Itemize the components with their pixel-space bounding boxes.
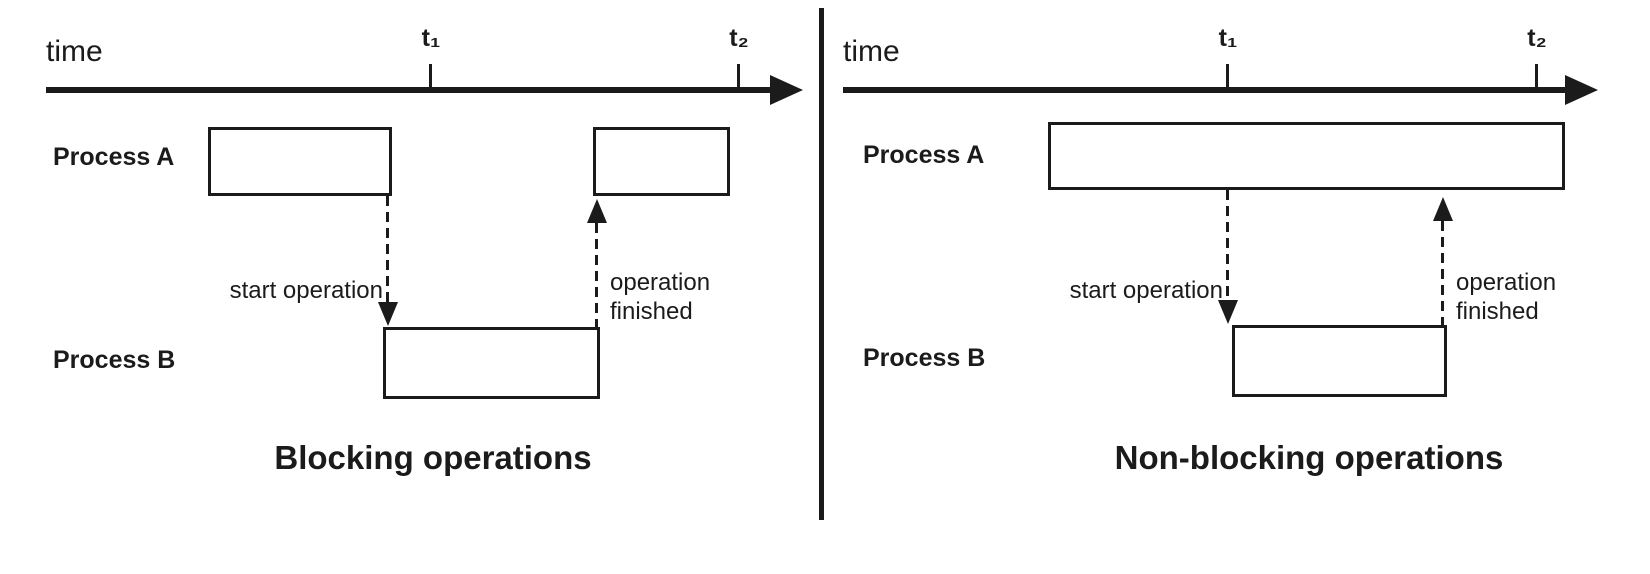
timeline-arrow-icon [1565, 75, 1598, 105]
t2-tick [737, 64, 740, 90]
t2-tick [1535, 64, 1538, 90]
t1-tick [429, 64, 432, 90]
process-a-label: Process A [863, 141, 985, 169]
t1-tick [1226, 64, 1229, 90]
start-operation-arrowhead-icon [1218, 300, 1238, 324]
operation-finished-arrowhead-icon [587, 199, 607, 223]
panel-caption: Blocking operations [274, 439, 592, 476]
process-b-box [1232, 325, 1447, 397]
t2-label: t₂ [1527, 24, 1547, 52]
process-a-box-1 [208, 127, 392, 196]
timeline-arrow-icon [770, 75, 803, 105]
operation-finished-arrowhead-icon [1433, 197, 1453, 221]
operation-finished-line2: finished [610, 298, 693, 325]
process-a-box [1048, 122, 1565, 190]
start-operation-arrow [386, 196, 389, 302]
timeline-line [46, 87, 772, 93]
process-a-label: Process A [53, 143, 175, 171]
time-axis-label: time [46, 35, 103, 68]
operation-finished-arrow [1441, 221, 1444, 325]
process-b-label: Process B [53, 346, 176, 374]
process-a-box-2 [593, 127, 730, 196]
start-operation-label: start operation [1069, 277, 1223, 304]
t2-label: t₂ [729, 24, 749, 52]
t1-label: t₁ [421, 24, 441, 52]
start-operation-label: start operation [229, 277, 383, 304]
panel-caption: Non-blocking operations [1114, 439, 1504, 476]
operation-finished-arrow [595, 223, 598, 327]
start-operation-arrowhead-icon [378, 302, 398, 326]
operation-finished-line1: operation [610, 269, 711, 296]
process-b-box [383, 327, 600, 399]
t1-label: t₁ [1218, 24, 1238, 52]
start-operation-arrow [1226, 190, 1229, 300]
process-b-label: Process B [863, 344, 986, 372]
panel-divider [819, 8, 824, 520]
time-axis-label: time [843, 35, 900, 68]
operation-finished-label: operation finished [1456, 268, 1556, 326]
timeline-line [843, 87, 1567, 93]
operation-finished-line1: operation [1456, 269, 1557, 296]
operation-finished-label: operation finished [610, 268, 710, 326]
operation-finished-line2: finished [1456, 298, 1539, 325]
